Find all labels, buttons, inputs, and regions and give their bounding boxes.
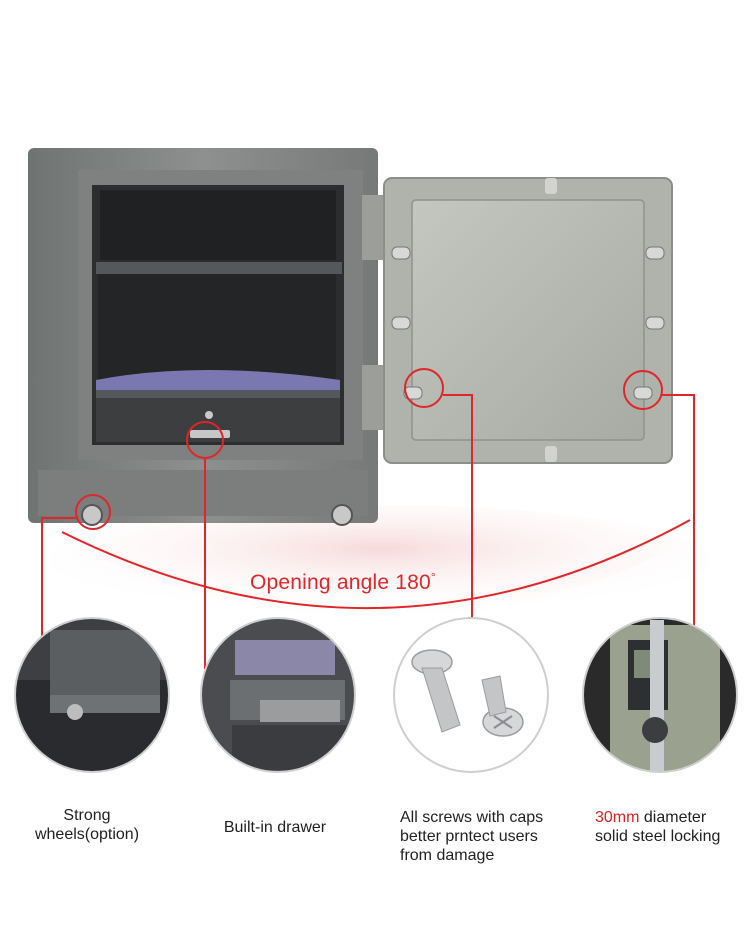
caption-drawer-line1: Built-in drawer (223, 819, 327, 836)
floor-shadow (50, 505, 710, 615)
wheels-detail-photo (14, 617, 170, 773)
safe-body (28, 148, 378, 526)
opening-angle-text: Opening angle 180 (250, 571, 431, 594)
caption-locking: 30mm diameter solid steel locking (595, 808, 745, 846)
caption-locking-line1: 30mm diameter (595, 808, 745, 827)
caption-wheels-line2: wheels(option) (34, 826, 140, 843)
caption-wheels-line1: Strong (63, 807, 111, 824)
caption-locking-line2: solid steel locking (595, 828, 721, 845)
locking-detail-photo (582, 617, 738, 773)
degree-symbol: ° (430, 570, 436, 584)
opening-angle-label: Opening angle 180° (250, 570, 436, 595)
caption-screws-line3: from damage (400, 847, 495, 864)
safe-door (362, 177, 673, 464)
caption-screws: All screws with caps better prntect user… (400, 808, 570, 865)
locking-line1-rest: diameter (639, 809, 707, 826)
screws-detail-photo (393, 617, 549, 773)
locking-size-highlight: 30mm (595, 809, 640, 826)
caption-screws-line1: All screws with caps (400, 809, 544, 826)
drawer-detail-photo (200, 617, 356, 773)
opening-arc (61, 519, 691, 610)
caption-wheels: Strong wheels(option) (18, 806, 156, 844)
caption-screws-line2: better prntect users (400, 828, 538, 845)
caption-drawer: Built-in drawer (210, 818, 340, 837)
